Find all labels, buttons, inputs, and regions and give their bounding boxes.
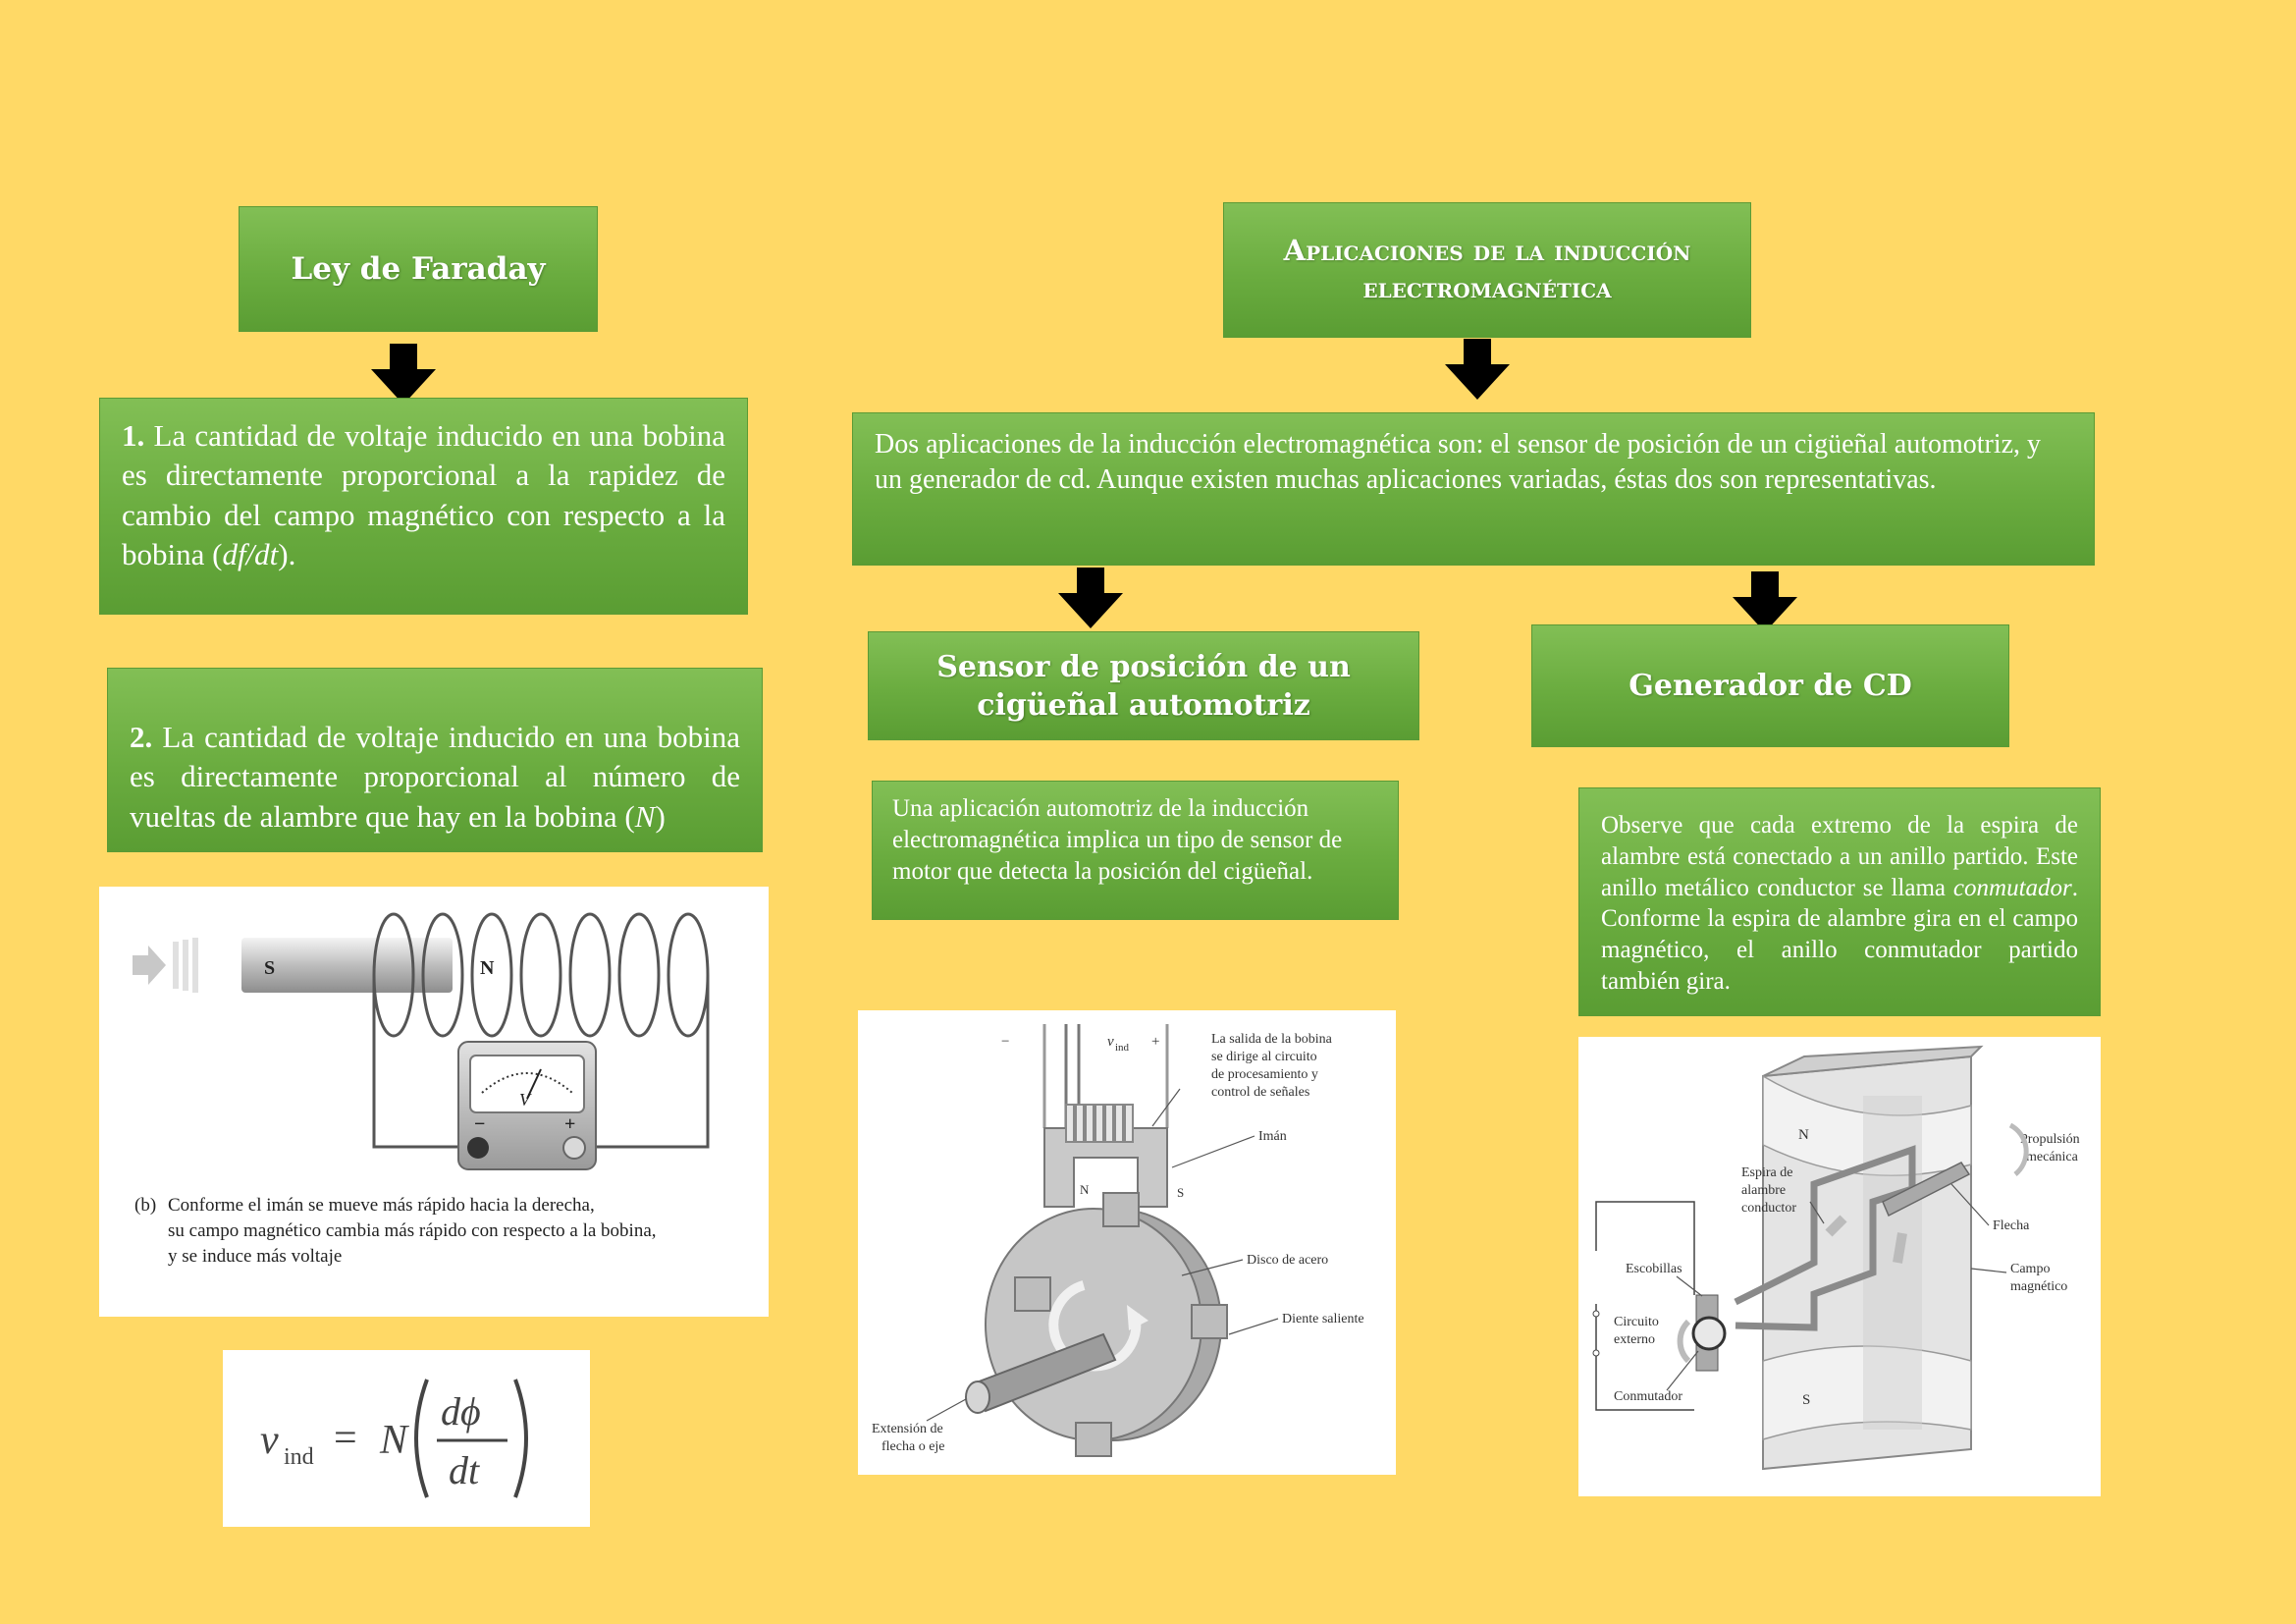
formula-equals: = — [334, 1416, 357, 1461]
applications-title-line1: Aplicaciones de la inducción — [1283, 234, 1691, 268]
faraday-title: Ley de Faraday — [291, 251, 546, 287]
faraday-law-1: 1. La cantidad de voltaje inducido en un… — [99, 398, 748, 615]
espira-label-line1: Espira de — [1741, 1165, 1792, 1180]
figure-caption-line3: y se induce más voltaje — [168, 1246, 342, 1267]
diente-label: Diente saliente — [1282, 1312, 1364, 1326]
dc-generator-figure: N S Propulsión mecánica Espira de alambr… — [1578, 1037, 2101, 1496]
pole-n-label: N — [1798, 1127, 1809, 1143]
figure-caption-line2: su campo magnético cambia más rápido con… — [168, 1220, 657, 1241]
circuito-label-line1: Circuito — [1614, 1315, 1659, 1329]
output-label-line3: de procesamiento y — [1211, 1067, 1318, 1082]
pole-s-label: S — [1802, 1392, 1810, 1408]
formula-lhs-sub: ind — [284, 1444, 314, 1470]
campo-label-line1: Campo — [2010, 1262, 2050, 1276]
applications-title-line2: electromagnética — [1362, 271, 1612, 304]
point1-end: ). — [278, 536, 296, 571]
magnet-n-label: N — [480, 957, 495, 979]
point1-number: 1. — [122, 418, 145, 453]
point2-number: 2. — [130, 720, 153, 754]
magnet-s-label: S — [264, 957, 275, 979]
point1-text: La cantidad de voltaje inducido en una b… — [122, 418, 725, 571]
faraday-title-box: Ley de Faraday — [239, 206, 598, 332]
point1-math: df/dt — [222, 536, 279, 571]
circuito-label-line2: externo — [1614, 1332, 1655, 1347]
crankshaft-sensor-figure: − v ind + N S La salida de la bobina se — [858, 1010, 1396, 1475]
arrow-down-icon — [1058, 568, 1123, 628]
sensor-title-box: Sensor de posición de un cigüeñal automo… — [868, 631, 1419, 740]
espira-label-line3: conductor — [1741, 1201, 1796, 1216]
sensor-minus: − — [1001, 1034, 1009, 1050]
figure-caption-tag: (b) — [134, 1195, 156, 1216]
faraday-formula: v ind = N dϕ dt — [223, 1350, 590, 1527]
disco-label: Disco de acero — [1247, 1253, 1328, 1268]
conmutador-label: Conmutador — [1614, 1389, 1682, 1404]
output-label-line1: La salida de la bobina — [1211, 1032, 1333, 1047]
arrow-down-icon — [1733, 571, 1797, 632]
sensor-text-box: Una aplicación automotriz de la inducció… — [872, 781, 1399, 920]
campo-label-line2: magnético — [2010, 1279, 2067, 1294]
point2-math: N — [634, 798, 656, 834]
formula-lhs: v — [260, 1418, 279, 1463]
generator-text-em: conmutador — [1952, 874, 2072, 901]
sensor-vind: v — [1107, 1034, 1114, 1050]
meter-minus: − — [474, 1113, 485, 1135]
figure-caption-line1: Conforme el imán se mueve más rápido hac… — [168, 1195, 595, 1216]
meter-v-label: V — [519, 1090, 532, 1110]
faraday-law-2: 2. La cantidad de voltaje inducido en un… — [107, 668, 763, 852]
extension-label-line1: Extensión de — [872, 1422, 943, 1436]
arrow-down-icon — [1445, 339, 1510, 400]
formula-numerator: dϕ — [441, 1389, 481, 1434]
propulsion-label-line1: Propulsión — [2020, 1132, 2080, 1147]
propulsion-label-line2: mecánica — [2026, 1150, 2079, 1164]
applications-intro-box: Dos aplicaciones de la inducción electro… — [852, 412, 2095, 566]
formula-denominator: dt — [449, 1448, 480, 1492]
arrow-down-icon — [371, 344, 436, 405]
generator-text-b: . Conforme la espira de alambre gira en … — [1601, 874, 2078, 995]
sensor-plus: + — [1151, 1034, 1159, 1050]
sensor-title: Sensor de posición de un cigüeñal automo… — [936, 649, 1351, 723]
escobillas-label: Escobillas — [1626, 1262, 1682, 1276]
espira-label-line2: alambre — [1741, 1183, 1786, 1198]
point2-text: La cantidad de voltaje inducido en una b… — [130, 720, 740, 834]
applications-intro-text: Dos aplicaciones de la inducción electro… — [875, 429, 2042, 495]
iman-label: Imán — [1258, 1129, 1287, 1144]
output-label-line2: se dirige al circuito — [1211, 1050, 1317, 1064]
magnet-n-pole: N — [1080, 1182, 1090, 1197]
sensor-text: Una aplicación automotriz de la inducció… — [892, 795, 1343, 885]
applications-title-box: Aplicaciones de la inducción electromagn… — [1223, 202, 1751, 338]
flecha-label: Flecha — [1993, 1218, 2030, 1233]
point2-end: ) — [655, 798, 666, 834]
formula-n: N — [379, 1418, 409, 1463]
extension-label-line2: flecha o eje — [881, 1439, 945, 1454]
generator-title: Generador de CD — [1629, 669, 1912, 703]
generator-text-box: Observe que cada extremo de la espira de… — [1578, 787, 2101, 1016]
meter-plus: + — [564, 1113, 575, 1135]
output-label-line4: control de señales — [1211, 1085, 1309, 1100]
magnet-coil-figure: S N V − + (b) Conforme el imán se mueve … — [99, 887, 769, 1317]
generator-title-box: Generador de CD — [1531, 624, 2009, 747]
magnet-s-pole: S — [1177, 1185, 1184, 1200]
sensor-vind-sub: ind — [1115, 1042, 1130, 1054]
generator-text-a: Observe que cada extremo de la espira de… — [1601, 812, 2078, 901]
